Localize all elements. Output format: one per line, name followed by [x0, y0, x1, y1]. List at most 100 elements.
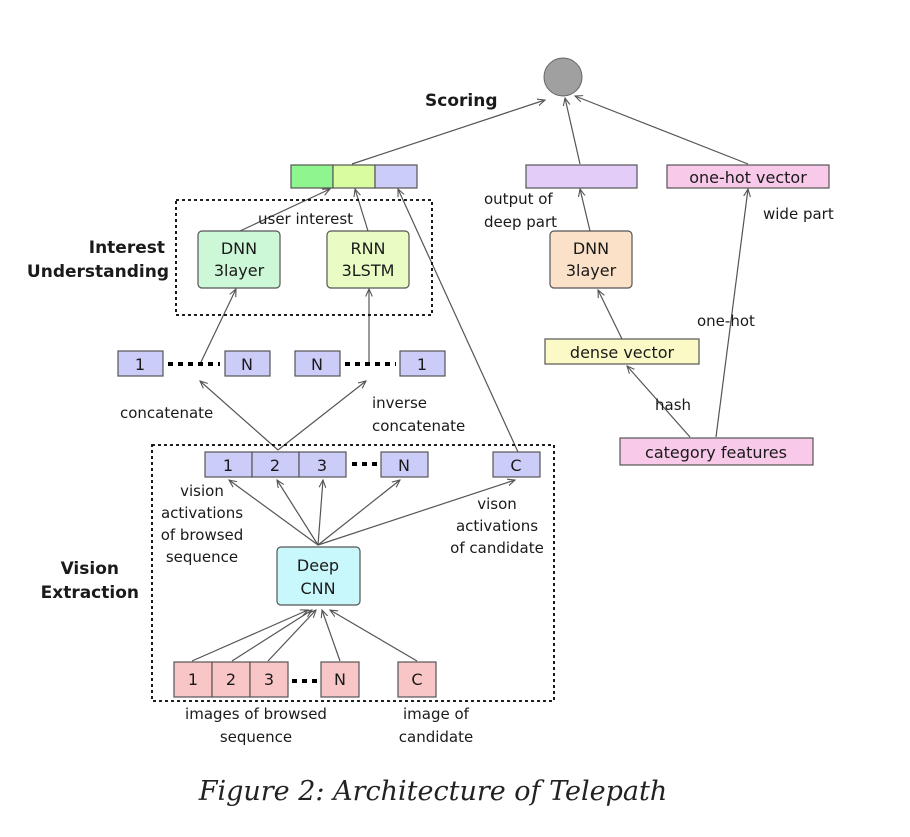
- scoring-node: [543, 57, 583, 97]
- edge-deep-dnn-to-output: [580, 189, 591, 232]
- inverse-concat-sequence: N 1: [294, 350, 446, 377]
- deep-output-label-line1: output of: [484, 190, 553, 208]
- dnn-interest-title: DNN: [221, 239, 257, 258]
- inverse-cell-last: [399, 350, 446, 377]
- edges: [191, 96, 749, 662]
- browsed-activations-label-line2: activations: [161, 504, 243, 522]
- rnn-subtitle: 3LSTM: [342, 261, 395, 280]
- interest-label-line2: Understanding: [27, 262, 169, 282]
- concat-cell-last-label: N: [241, 355, 253, 374]
- activation-cell-2: [251, 451, 300, 478]
- rnn-title: RNN: [350, 239, 385, 258]
- deep-dnn-node: [549, 230, 633, 289]
- concatenate-label: concatenate: [120, 404, 213, 422]
- vision-extraction-region: [151, 444, 555, 702]
- one-hot-vector-label: one-hot vector: [689, 168, 807, 187]
- edge-user-vector-to-scoring: [351, 100, 545, 165]
- images-browsed-label-line1: images of browsed: [185, 705, 327, 723]
- image-sequence: 1 2 3 N: [173, 661, 360, 698]
- deep-cnn-title: Deep: [297, 556, 339, 575]
- image-cell-3-label: 3: [264, 670, 274, 689]
- user-vector-segment-rnn: [332, 164, 376, 189]
- user-vector-segment-dnn: [290, 164, 334, 189]
- category-features-label: category features: [645, 443, 787, 462]
- activation-candidate-cell: [492, 451, 541, 478]
- deep-dnn-subtitle: 3layer: [566, 261, 617, 280]
- vision-label-line1: Vision: [61, 559, 119, 579]
- hash-label: hash: [655, 396, 691, 414]
- edge-img-1-to-cnn: [191, 610, 308, 662]
- dense-vector-node: [544, 338, 700, 365]
- interest-understanding-region: [175, 199, 433, 316]
- dnn-interest-node: [197, 230, 281, 289]
- edge-cnn-to-act-n: [317, 480, 400, 546]
- user-interest-vector: [290, 164, 418, 189]
- edge-activations-to-inverse-concat: [277, 381, 366, 451]
- edge-img-3-to-cnn: [267, 610, 316, 662]
- inverse-concat-label-line2: concatenate: [372, 417, 465, 435]
- image-candidate-text-line1: image of: [403, 705, 470, 723]
- user-vector-segment-candidate: [374, 164, 418, 189]
- edge-one-hot-to-scoring: [575, 96, 749, 165]
- image-cell-3: [249, 661, 289, 698]
- edge-deep-output-to-scoring: [565, 98, 581, 165]
- dnn-interest-subtitle: 3layer: [214, 261, 265, 280]
- image-cell-n: [320, 661, 360, 698]
- activation-cell-2-label: 2: [270, 456, 280, 475]
- edge-dnn-to-user-vector: [239, 189, 330, 232]
- deep-dnn-title: DNN: [573, 239, 609, 258]
- activation-cell-3: [298, 451, 347, 478]
- images-browsed-label-line2: sequence: [220, 728, 292, 746]
- browsed-activations-label-line3: of browsed: [161, 526, 244, 544]
- activation-sequence: 1 2 3 N: [204, 451, 429, 478]
- activation-cell-n-label: N: [398, 456, 410, 475]
- inverse-cell-first-label: N: [311, 355, 323, 374]
- vision-label-line2: Extraction: [41, 583, 139, 603]
- image-candidate-cell: [397, 661, 437, 698]
- concat-cell-first-label: 1: [135, 355, 145, 374]
- inverse-concat-label-line1: inverse: [372, 394, 427, 412]
- edge-cnn-to-act-c: [317, 480, 515, 546]
- edge-cnn-to-act-1: [229, 480, 319, 546]
- inverse-cell-last-label: 1: [417, 355, 427, 374]
- scoring-label: Scoring: [425, 91, 497, 111]
- edge-category-to-dense: [627, 366, 691, 438]
- dense-vector-label: dense vector: [570, 343, 675, 362]
- deep-cnn-node: [276, 546, 361, 606]
- browsed-activations-label-line1: vision: [180, 482, 224, 500]
- deep-cnn-subtitle: CNN: [300, 579, 335, 598]
- concat-cell-first: [117, 350, 164, 377]
- rnn-node: [326, 230, 410, 289]
- browsed-activations-label-line4: sequence: [166, 548, 238, 566]
- activation-cell-3-label: 3: [317, 456, 327, 475]
- one-hot-vector-node: [666, 164, 830, 189]
- one-hot-label: one-hot: [697, 312, 755, 330]
- user-interest-label: user interest: [258, 210, 353, 228]
- category-features-node: [619, 437, 814, 466]
- concat-sequence: 1 N: [117, 350, 271, 377]
- inverse-cell-first: [294, 350, 341, 377]
- activation-candidate-label: C: [510, 456, 521, 475]
- image-cell-2-label: 2: [226, 670, 236, 689]
- edge-rnn-to-user-vector: [355, 189, 369, 232]
- edge-concat-to-dnn: [200, 289, 236, 363]
- figure-caption: Figure 2: Architecture of Telepath: [198, 776, 668, 807]
- edge-dense-to-deep-dnn: [598, 290, 623, 340]
- edge-candidate-to-user-vector: [398, 189, 519, 453]
- candidate-activations-label-line2: activations: [456, 517, 538, 535]
- deep-output-label-line2: deep part: [484, 213, 557, 231]
- candidate-activations-label-line3: of candidate: [450, 539, 544, 557]
- candidate-activations-label-line1: vison: [477, 495, 517, 513]
- image-candidate-text-line2: candidate: [399, 728, 473, 746]
- image-cell-1: [173, 661, 213, 698]
- interest-label-line1: Interest: [89, 238, 165, 258]
- image-cell-1-label: 1: [188, 670, 198, 689]
- edge-img-c-to-cnn: [330, 610, 418, 662]
- edge-category-to-one-hot: [715, 189, 748, 438]
- edge-img-2-to-cnn: [231, 610, 312, 662]
- edge-cnn-to-act-2: [277, 480, 319, 546]
- image-cell-n-label: N: [334, 670, 346, 689]
- wide-part-label: wide part: [763, 205, 834, 223]
- edge-img-n-to-cnn: [322, 610, 341, 662]
